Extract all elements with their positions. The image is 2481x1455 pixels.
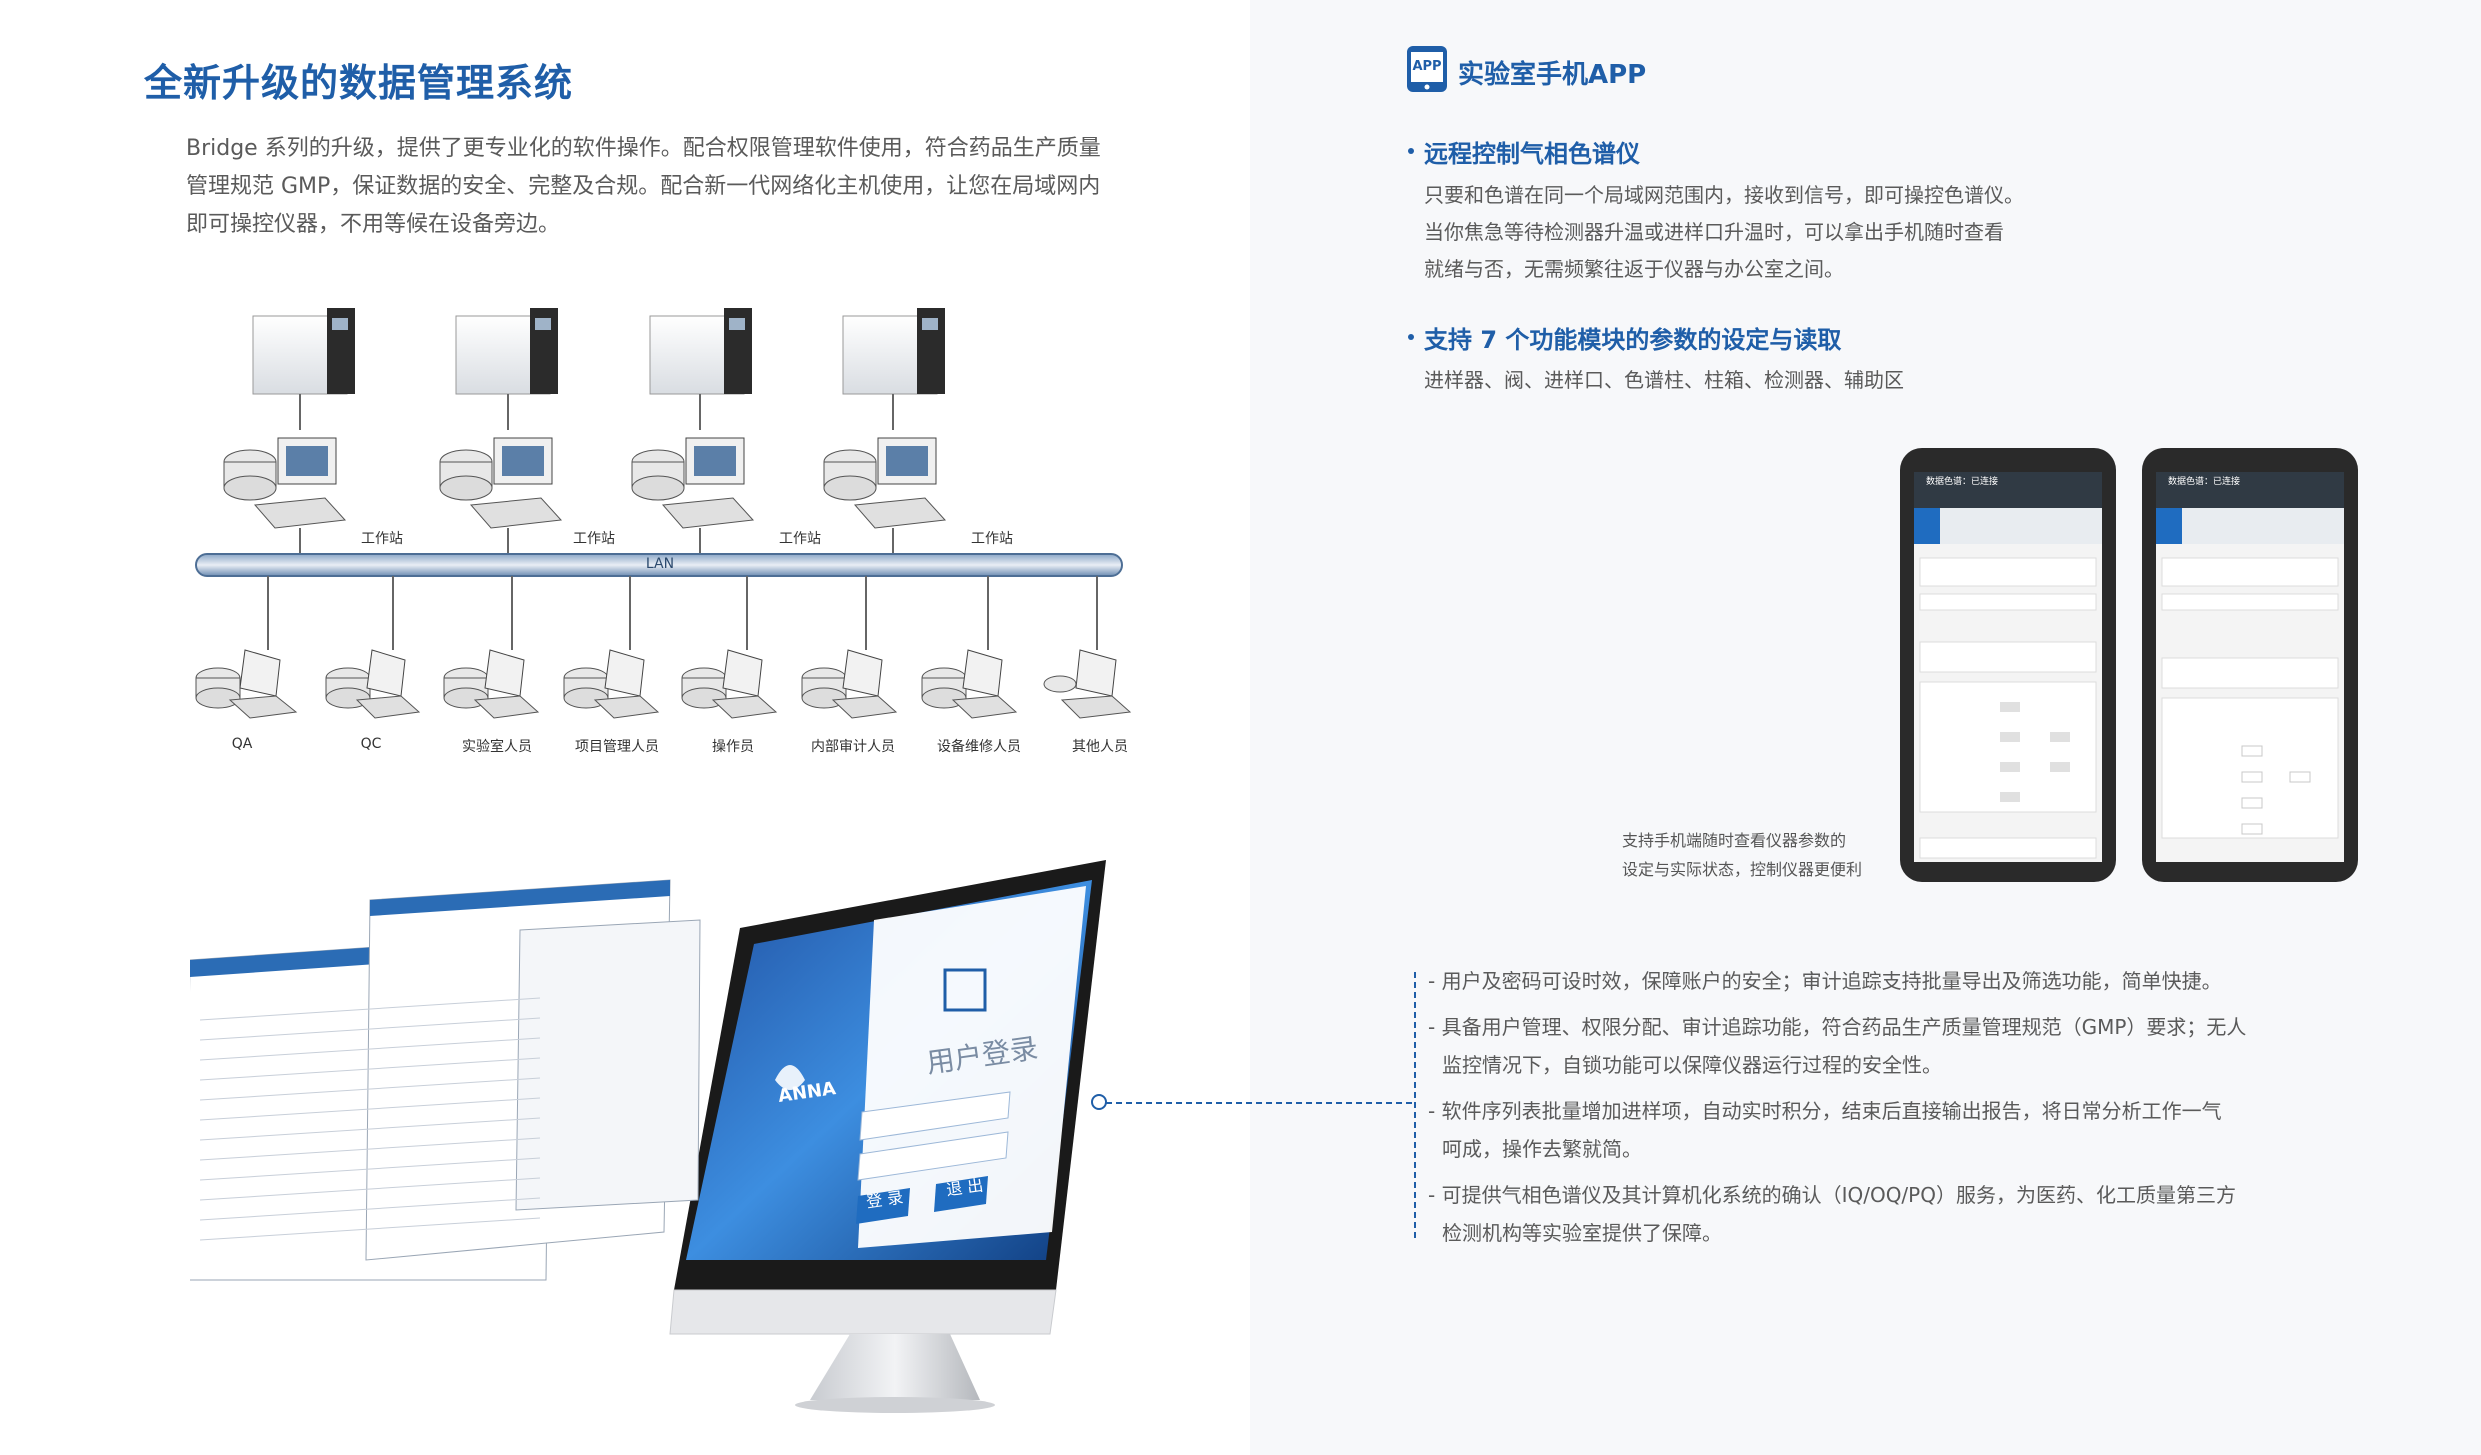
phone-caption-line: 设定与实际状态，控制仪器更便利 [1622, 860, 1863, 879]
phone-mockups [1900, 448, 2358, 882]
software-window-3 [515, 919, 701, 1211]
connector-line [1106, 1102, 1412, 1104]
client-label: 内部审计人员 [811, 739, 895, 755]
intro-line: 即可操控仪器，不用等候在设备旁边。 [186, 212, 561, 237]
feature-text: - 可提供气相色谱仪及其计算机化系统的确认（IQ/OQ/PQ）服务，为医药、化工… [1428, 1183, 2236, 1207]
section1-line: 只要和色谱在同一个局域网范围内，接收到信号，即可操控色谱仪。 [1424, 183, 2024, 207]
gc-instrument-icon [842, 308, 945, 395]
feature-item: - 具备用户管理、权限分配、审计追踪功能，符合药品生产质量管理规范（GMP）要求… [1428, 1008, 2258, 1084]
section1-line: 就绪与否，无需频繁往返于仪器与办公室之间。 [1424, 257, 1844, 281]
phone-right [2142, 448, 2358, 882]
feature-text: - 用户及密码可设时效，保障账户的安全；审计追踪支持批量导出及筛选功能，简单快捷… [1428, 969, 2222, 993]
client-label: 项目管理人员 [575, 739, 659, 755]
phone-caption-line: 支持手机端随时查看仪器参数的 [1622, 831, 1847, 850]
phone-status-text: 数据色谱：已连接 [1926, 477, 1999, 487]
phone-status-text: 数据色谱：已连接 [2168, 477, 2241, 487]
laptop-client-icon [195, 649, 298, 719]
user-icon [943, 968, 987, 1012]
feature-text: 检测机构等实验室提供了保障。 [1442, 1221, 1722, 1245]
feature-text: - 具备用户管理、权限分配、审计追踪功能，符合药品生产质量管理规范（GMP）要求… [1428, 1015, 2247, 1039]
anna-logo-icon [775, 1065, 805, 1090]
workstation-label: 工作站 [361, 531, 403, 547]
intro-line: 管理规范 GMP，保证数据的安全、完整及合规。配合新一代网络化主机使用，让您在局… [186, 174, 1101, 199]
software-illustration [190, 860, 1106, 1413]
login-button-shape [856, 1188, 910, 1224]
workstation-icon [223, 437, 347, 529]
client-label: QA [231, 736, 253, 752]
laptop-client-icon [443, 649, 540, 719]
section1-line: 当你焦急等待检测器升温或进样口升温时，可以拿出手机随时查看 [1424, 220, 2004, 244]
feature-text: 呵成，操作去繁就简。 [1442, 1137, 1642, 1161]
feature-item: - 软件序列表批量增加进样项，自动实时积分，结束后直接输出报告，将日常分析工作一… [1428, 1092, 2258, 1168]
phone-caption: 支持手机端随时查看仪器参数的 设定与实际状态，控制仪器更便利 [1622, 826, 1862, 884]
section2-heading: 支持 7 个功能模块的参数的设定与读取 [1424, 326, 1842, 354]
workstation-label: 工作站 [573, 531, 615, 547]
gc-instrument-icon [649, 308, 752, 395]
laptop-client-icon [1043, 649, 1132, 719]
connector-circle [1091, 1094, 1107, 1110]
app-section-title: 实验室手机APP [1458, 60, 1647, 90]
bullet-dot [1408, 148, 1414, 154]
laptop-client-icon [325, 649, 421, 719]
lan-bus [195, 553, 1123, 577]
workstation-icon [631, 437, 755, 529]
client-label: QC [360, 736, 382, 752]
feature-text: - 软件序列表批量增加进样项，自动实时积分，结束后直接输出报告，将日常分析工作一… [1428, 1099, 2222, 1123]
connector-vertical-line [1414, 972, 1416, 1238]
intro-line: Bridge 系列的升级，提供了更专业化的软件操作。配合权限管理软件使用，符合药… [186, 136, 1101, 161]
feature-item: - 用户及密码可设时效，保障账户的安全；审计追踪支持批量导出及筛选功能，简单快捷… [1428, 962, 2258, 1000]
workstation-icon [439, 437, 563, 529]
exit-button-shape [934, 1176, 988, 1212]
login-button[interactable]: 登 录 [865, 1187, 905, 1212]
exit-button[interactable]: 退 出 [945, 1175, 985, 1200]
section1-body: 只要和色谱在同一个局域网范围内，接收到信号，即可操控色谱仪。 当你焦急等待检测器… [1424, 177, 2024, 288]
app-badge-label: APP [1412, 59, 1442, 74]
section2-body: 进样器、阀、进样口、色谱柱、柱箱、检测器、辅助区 [1424, 368, 1904, 392]
network-diagram [195, 308, 1132, 719]
laptop-client-icon [563, 649, 660, 719]
feature-item: - 可提供气相色谱仪及其计算机化系统的确认（IQ/OQ/PQ）服务，为医药、化工… [1428, 1176, 2258, 1252]
feature-list: - 用户及密码可设时效，保障账户的安全；审计追踪支持批量导出及筛选功能，简单快捷… [1428, 962, 2258, 1260]
client-label: 其他人员 [1072, 739, 1128, 755]
laptop-client-icon [921, 649, 1018, 719]
workstation-label: 工作站 [971, 531, 1013, 547]
workstation-icon [823, 437, 947, 529]
client-label: 实验室人员 [462, 739, 532, 755]
laptop-client-icon [801, 649, 898, 719]
app-phone-icon [1407, 46, 1447, 92]
feature-text: 监控情况下，自锁功能可以保障仪器运行过程的安全性。 [1442, 1053, 1942, 1077]
intro-paragraph: Bridge 系列的升级，提供了更专业化的软件操作。配合权限管理软件使用，符合药… [186, 130, 1116, 244]
page-title: 全新升级的数据管理系统 [144, 61, 574, 105]
bullet-dot [1408, 334, 1414, 340]
gc-instrument-icon [252, 308, 355, 395]
lan-label: LAN [645, 556, 675, 572]
client-label: 设备维修人员 [937, 739, 1021, 755]
client-label: 操作员 [712, 739, 754, 755]
gc-instrument-icon [455, 308, 558, 395]
workstation-label: 工作站 [779, 531, 821, 547]
laptop-client-icon [681, 649, 778, 719]
phone-left [1900, 448, 2116, 882]
section1-heading: 远程控制气相色谱仪 [1424, 140, 1640, 168]
